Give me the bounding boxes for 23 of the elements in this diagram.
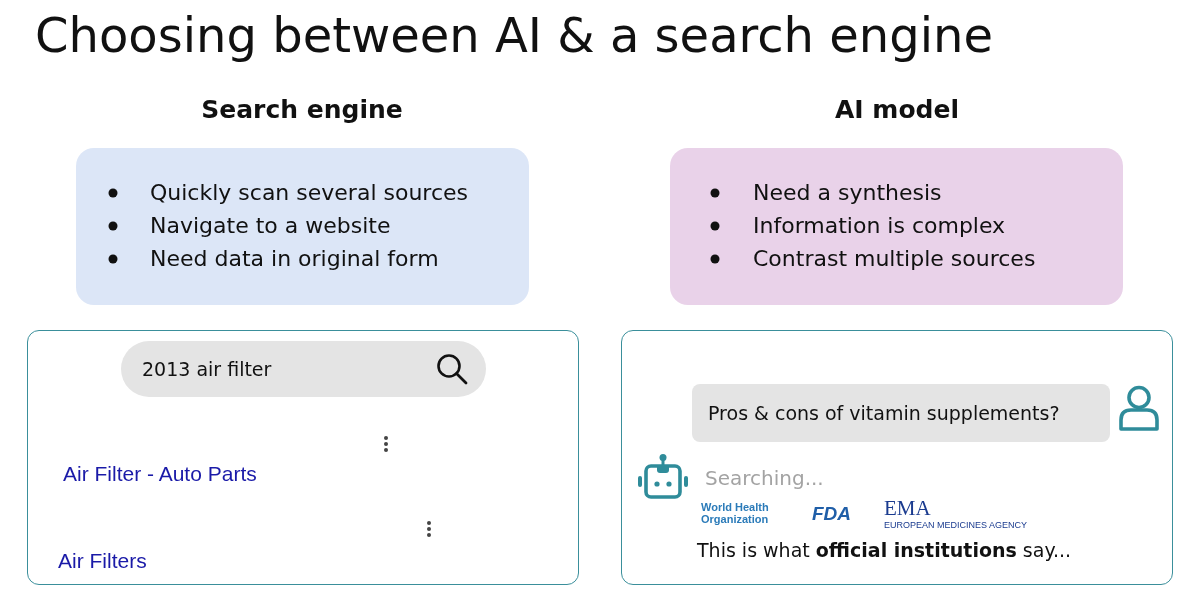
column-heading: Search engine (201, 94, 403, 126)
bullet-text: Quickly scan several sources (150, 179, 468, 207)
chat-bubble: Pros & cons of vitamin supplements? (692, 384, 1110, 442)
bullet-text: Navigate to a website (150, 212, 391, 240)
search-results-panel (27, 330, 579, 585)
organization-name: EUROPEAN MEDICINES AGENCY (884, 520, 1028, 530)
info-card (670, 148, 1123, 305)
result-link: Air Filter - Auto Parts (63, 462, 257, 486)
column-heading: AI model (835, 94, 959, 126)
bullet-text: Contrast multiple sources (753, 245, 1036, 273)
info-card (76, 148, 529, 305)
bullet-text: Need data in original form (150, 245, 439, 273)
organization-name: EMA (884, 497, 931, 519)
organization-name: World Health Organization (701, 501, 770, 525)
status-text: Searching... (705, 465, 824, 491)
result-link: Air Filters (58, 549, 147, 573)
search-bar: 2013 air filter (121, 341, 486, 397)
organization-name: FDA (812, 503, 852, 525)
bullet-text: Information is complex (753, 212, 1006, 240)
slide-title: Choosing between AI & a search engine (35, 6, 993, 65)
bullet-text: Need a synthesis (753, 179, 942, 207)
chat-panel (621, 330, 1173, 585)
response-text: This is what official institutions say... (697, 538, 1072, 563)
